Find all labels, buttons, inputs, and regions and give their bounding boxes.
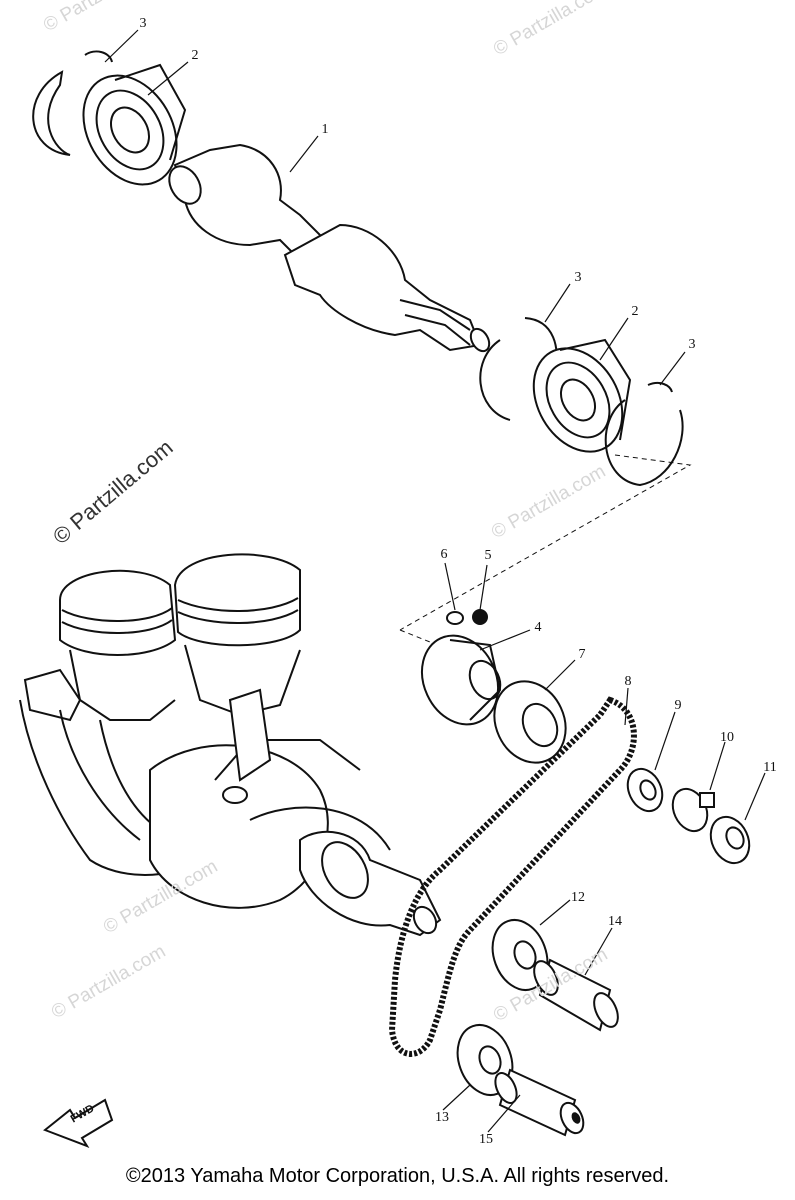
part-10-lockwasher <box>671 787 715 833</box>
callout-4: 4 <box>534 620 542 635</box>
part-11-nut <box>709 815 751 865</box>
copyright-text: ©2013 Yamaha Motor Corporation, U.S.A. A… <box>125 1165 670 1187</box>
callout-3: 3 <box>139 16 147 31</box>
callout-2: 2 <box>191 48 199 63</box>
callout-1: 1 <box>321 122 329 137</box>
part-9-washer <box>626 767 664 813</box>
callout-3: 3 <box>574 270 582 285</box>
crank-output-shaft <box>299 830 442 937</box>
callout-11: 11 <box>763 760 777 775</box>
callout-12: 12 <box>571 890 585 905</box>
bearing-upper <box>82 63 187 186</box>
part-8-chain <box>388 696 637 1057</box>
callout-14: 14 <box>608 914 622 929</box>
crankshaft <box>168 143 491 353</box>
circlip-right-a <box>479 339 511 421</box>
part-14-shaft <box>533 958 619 1032</box>
part-7-sprocket <box>493 680 567 764</box>
circlip-upper-left <box>32 70 71 156</box>
callout-6: 6 <box>440 547 448 562</box>
callout-2: 2 <box>631 304 639 319</box>
part-15-shaft <box>494 1068 585 1137</box>
callout-15: 15 <box>479 1132 493 1147</box>
callout-7: 7 <box>578 647 586 662</box>
crankcase-pistons <box>19 553 391 909</box>
bearing-right <box>532 338 632 453</box>
callout-9: 9 <box>674 698 682 713</box>
callout-3: 3 <box>688 337 696 352</box>
callout-5: 5 <box>484 548 492 563</box>
part-6-pin <box>446 611 464 625</box>
fwd-arrow-icon <box>43 1098 114 1148</box>
circlip-right-b <box>604 399 684 487</box>
part-4-hub <box>421 634 502 726</box>
callout-8: 8 <box>624 674 632 689</box>
callout-13: 13 <box>435 1110 449 1125</box>
part-5-ball <box>472 609 488 625</box>
leader-lines <box>104 29 766 1133</box>
callout-10: 10 <box>720 730 734 745</box>
